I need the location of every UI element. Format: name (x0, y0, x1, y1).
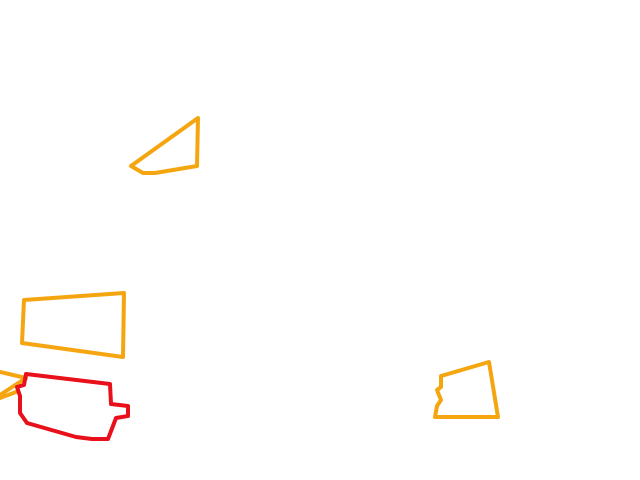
quadrilateral-outline-left (20, 291, 126, 359)
irregular-outline-bottom-left (15, 372, 130, 441)
partial-outline-left-edge (0, 370, 28, 400)
quadrilateral-outline-right (433, 360, 500, 419)
triangle-outline-upper-left (129, 116, 200, 175)
